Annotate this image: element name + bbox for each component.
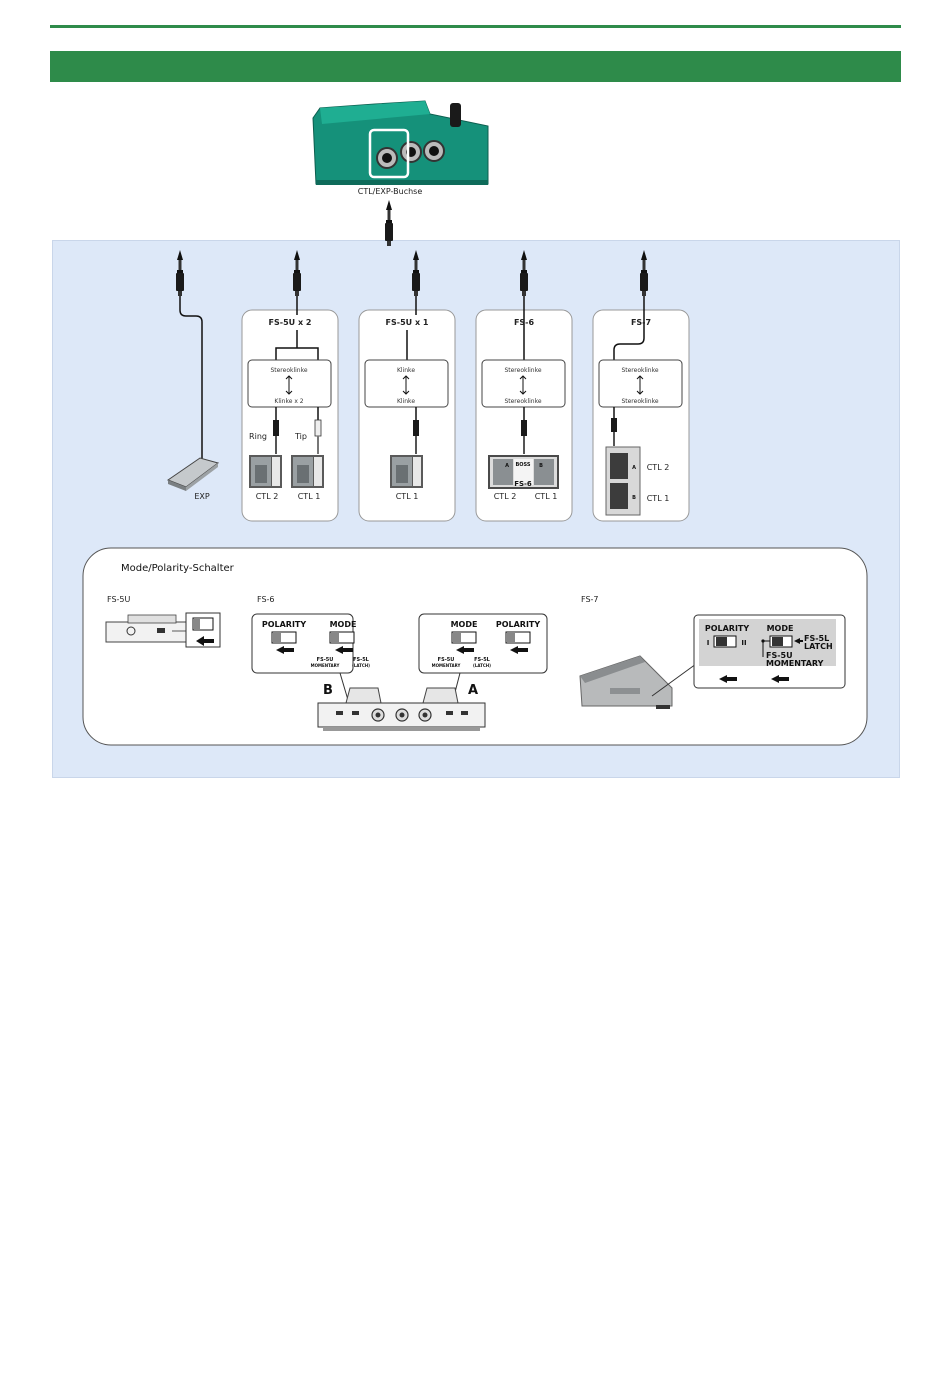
fs5u-section-label: FS-5U — [107, 595, 131, 604]
fs6-side-b-label: B — [323, 683, 333, 698]
fs5u-switch-illustration — [105, 612, 221, 648]
arrow-left-icon — [510, 646, 528, 654]
device-title-fs7: FS-7 — [631, 318, 651, 327]
fs7-section-label: FS-7 — [581, 595, 599, 604]
arrow-left-icon — [276, 646, 294, 654]
arrow-left-icon — [196, 636, 214, 646]
ctl-label-fs5u-x2-left: CTL 2 — [256, 492, 279, 501]
fs6-b-mark: B — [539, 463, 543, 469]
arrow-left-icon — [335, 646, 353, 654]
footswitch-icon-fs5u-single — [390, 455, 423, 488]
fs6-a-momentary-2: MOMENTARY — [432, 663, 461, 668]
mode-section-title: Mode/Polarity-Schalter — [121, 563, 235, 574]
fs6-a-momentary-1: FS-5U — [438, 657, 455, 663]
fs6-a-mark: A — [505, 463, 509, 469]
fs6-a-polarity-label: POLARITY — [496, 620, 541, 629]
ctl-label-fs6-left: CTL 2 — [494, 492, 517, 501]
plug-icon-fs5u-x2 — [293, 250, 301, 296]
top-rule — [50, 25, 901, 28]
fs6-b-polarity-label: POLARITY — [262, 620, 307, 629]
fs6-switch-panel-b — [251, 613, 355, 674]
section-header-bar — [50, 51, 901, 82]
footswitch-icon-fs7 — [605, 446, 641, 516]
ctl-label-fs7-bottom: CTL 1 — [647, 494, 670, 503]
fs7-a-mark: A — [632, 465, 636, 471]
expression-pedal-icon — [166, 457, 220, 491]
ctl-label-fs5u-x1: CTL 1 — [396, 492, 419, 501]
ctl-label-fs5u-x2-right: CTL 1 — [298, 492, 321, 501]
pedal-illustration — [312, 100, 489, 185]
device-title-fs5u-x1: FS-5U x 1 — [386, 318, 429, 327]
device-card-fs5u-x2 — [241, 309, 339, 522]
ring-label: Ring — [249, 432, 267, 441]
exp-label: EXP — [194, 492, 210, 501]
arrow-left-icon — [771, 675, 789, 683]
cable-box-bottom-fs7: Stereoklinke — [621, 398, 658, 405]
cable-box-bottom-fs5u-x1: Klinke — [397, 398, 415, 405]
fs7-polarity-label: POLARITY — [705, 624, 750, 633]
cable-box-bottom-fs6: Stereoklinke — [504, 398, 541, 405]
fs6-a-latch-1: FS-5L — [474, 657, 491, 663]
device-title-fs5u-x2: FS-5U x 2 — [269, 318, 312, 327]
jack-highlight-box — [368, 128, 410, 179]
cable-box-top-fs6: Stereoklinke — [504, 367, 541, 374]
arrow-left-icon — [456, 646, 474, 654]
cable-box-top-fs5u-x2: Stereoklinke — [270, 367, 307, 374]
fs6-unit-illustration — [317, 687, 486, 731]
footswitch-icon-fs5u-right — [291, 455, 324, 488]
footswitch-icon-fs6 — [488, 455, 559, 489]
plug-icon-exp — [176, 250, 184, 296]
fs6-a-mode-label: MODE — [451, 620, 478, 629]
fs6-switch-panel-a — [418, 613, 548, 674]
plug-icon-fs7 — [640, 250, 648, 296]
cable-box-bottom-fs5u-x2: Klinke x 2 — [274, 398, 303, 405]
fs7-unit-illustration — [579, 655, 673, 709]
plug-icon-fs5u-x1 — [412, 250, 420, 296]
fs7-roman-2: II — [741, 639, 746, 647]
plug-icon-fs6 — [520, 250, 528, 296]
fs6-b-mode-label: MODE — [330, 620, 357, 629]
fs7-b-mark: B — [632, 495, 636, 501]
jack-plug-icon — [385, 200, 393, 246]
fs6-pedal-text: FS-6 — [514, 480, 532, 488]
jack-label: CTL/EXP-Buchse — [358, 187, 423, 196]
footswitch-icon-fs5u-left — [249, 455, 282, 488]
fs7-momentary-1: FS-5U — [766, 651, 793, 660]
fs7-switch-panel — [693, 614, 846, 689]
fs7-roman-1: I — [707, 639, 710, 647]
fs6-b-latch-2: (LATCH) — [352, 663, 370, 668]
fs6-b-latch-1: FS-5L — [353, 657, 370, 663]
fs7-mode-label: MODE — [767, 624, 794, 633]
fs6-side-a-label: A — [468, 683, 478, 698]
device-title-fs6: FS-6 — [514, 318, 535, 327]
tip-label: Tip — [294, 432, 307, 441]
cable-exp — [179, 296, 203, 460]
fs7-latch-1: FS-5L — [804, 634, 829, 643]
ctl-label-fs7-top: CTL 2 — [647, 463, 670, 472]
fs7-momentary-2: MOMENTARY — [766, 659, 824, 668]
fs7-latch-2: LATCH — [804, 642, 833, 651]
fs6-b-momentary-2: MOMENTARY — [311, 663, 340, 668]
fs6-brand: BOSS — [515, 462, 530, 468]
cable-box-top-fs7: Stereoklinke — [621, 367, 658, 374]
arrow-right-icon — [794, 638, 803, 644]
ctl-label-fs6-right: CTL 1 — [535, 492, 558, 501]
fs6-b-momentary-1: FS-5U — [317, 657, 334, 663]
cable-box-top-fs5u-x1: Klinke — [397, 367, 415, 374]
arrow-left-icon — [719, 675, 737, 683]
fs6-section-label: FS-6 — [257, 595, 275, 604]
fs6-a-latch-2: (LATCH) — [473, 663, 491, 668]
